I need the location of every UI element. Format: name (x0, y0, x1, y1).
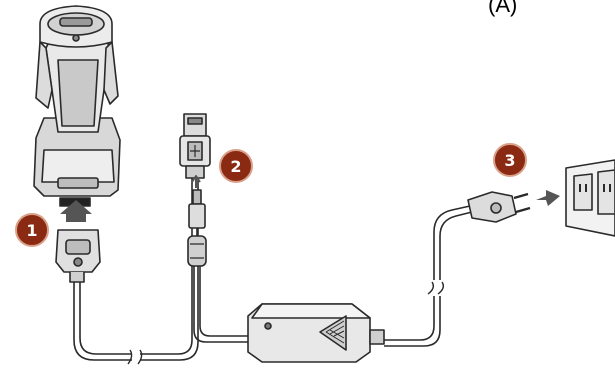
step-number-2: 2 (230, 157, 241, 176)
power-adapter-icon (247, 303, 385, 363)
wall-outlet-icon (565, 159, 615, 237)
corner-label: (A) (488, 0, 517, 17)
step-number-1: 1 (26, 221, 37, 240)
step-badge-1: 1 (15, 213, 49, 247)
step-badge-2: 2 (219, 149, 253, 183)
arrow-right-icon (536, 190, 560, 206)
ac-cord (384, 205, 473, 347)
step-number-3: 3 (504, 151, 515, 170)
usb-dc-cable (179, 113, 250, 343)
ac-plug-icon (467, 191, 531, 223)
arrow-up-icon (60, 200, 92, 222)
step-badge-3: 3 (493, 143, 527, 177)
cradle-connector-cable (55, 178, 199, 365)
scanner-cradle-icon (33, 5, 121, 207)
